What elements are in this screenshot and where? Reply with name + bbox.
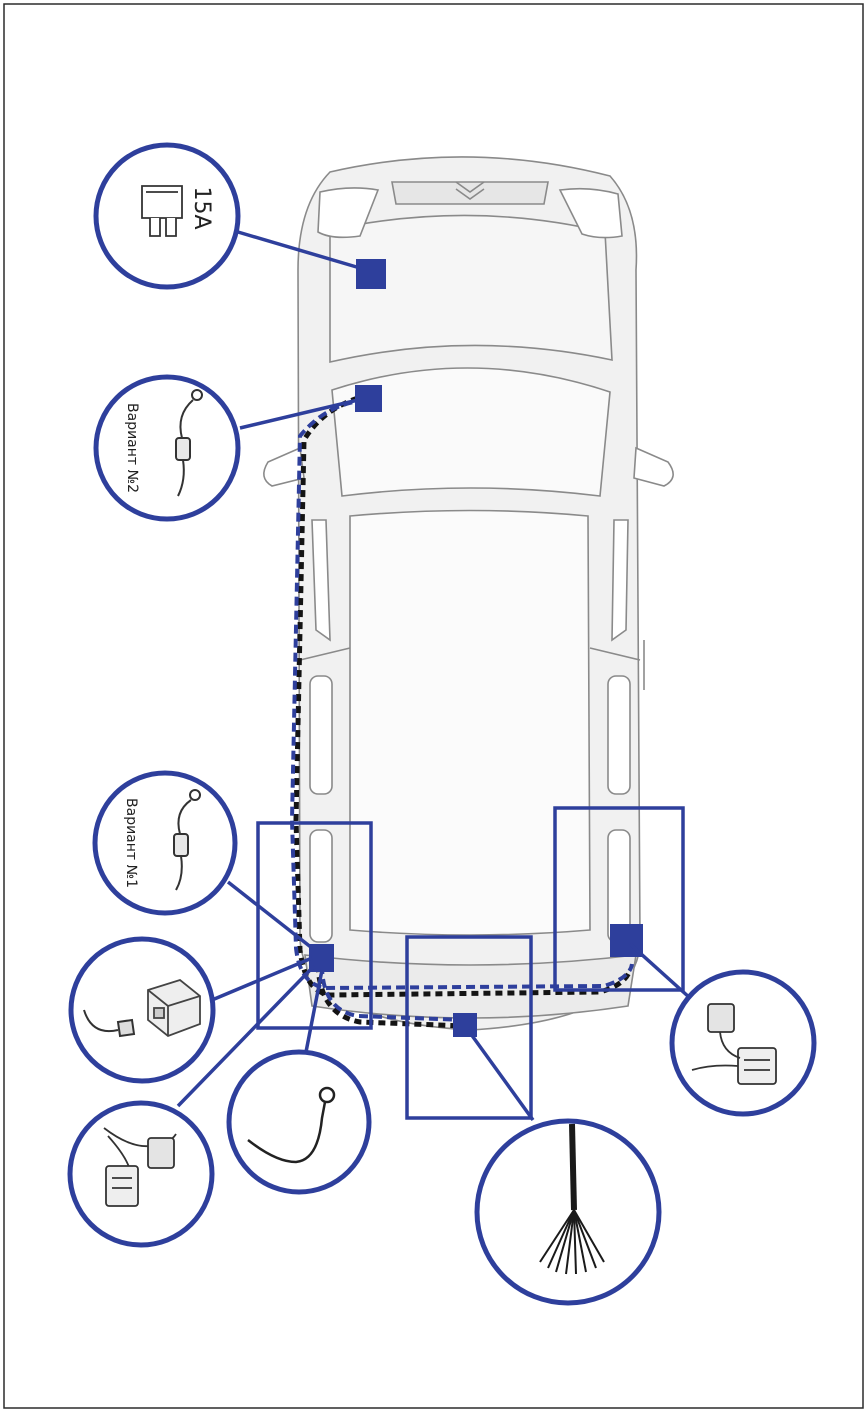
callout-ground-variant-1: Вариант №1 xyxy=(92,770,238,916)
ground-wire-icon xyxy=(175,389,203,497)
module-wire-icon xyxy=(83,1009,136,1038)
wire-bundle-icon xyxy=(539,1123,605,1275)
page-frame xyxy=(3,3,864,1409)
callout-fuse: 15A xyxy=(93,142,241,290)
leader-bundle xyxy=(466,1028,535,1122)
ground-2-label: Вариант №2 xyxy=(124,403,140,493)
leader-connector-right xyxy=(628,942,692,1000)
car-mirror-left xyxy=(263,446,305,487)
car-door-left-rear xyxy=(309,829,333,943)
frame-left-rear xyxy=(256,821,373,1030)
module-box-icon xyxy=(147,978,201,1038)
wire-black-lower xyxy=(315,964,466,1029)
car-grille xyxy=(391,181,549,205)
car-logo xyxy=(455,181,485,200)
car-roof xyxy=(349,509,591,936)
point-ground-2 xyxy=(355,385,382,412)
ring-terminal-icon xyxy=(247,1086,336,1164)
wire-blue xyxy=(289,398,634,991)
car-hood xyxy=(329,214,613,364)
car-top-view xyxy=(263,156,674,1031)
connector-icon xyxy=(691,1003,777,1085)
leader-ring xyxy=(304,969,324,1053)
callout-bundle-circle xyxy=(474,1118,662,1306)
leader-ground-1 xyxy=(226,880,314,950)
callout-connector-right xyxy=(669,969,817,1117)
leader-fuse xyxy=(237,230,361,270)
frame-center-rear xyxy=(405,935,533,1120)
callout-ring-circle xyxy=(226,1049,372,1195)
callout-ground-1-circle xyxy=(92,770,238,916)
car-side-window-left-front xyxy=(311,519,331,642)
ground-1-label: Вариант №1 xyxy=(123,798,139,888)
callout-ring-terminal xyxy=(226,1049,372,1195)
ground-wire-icon xyxy=(173,789,201,891)
point-fuse xyxy=(356,259,386,289)
connector-icon xyxy=(103,1127,177,1207)
point-center-rear xyxy=(453,1013,477,1037)
callout-connector-left xyxy=(67,1100,215,1248)
car-headlight-right xyxy=(558,187,623,239)
callout-ground-2-circle xyxy=(93,374,241,522)
fuse-label: 15A xyxy=(189,186,214,229)
car-door-seam-right xyxy=(589,647,641,661)
car-mirror-right xyxy=(633,446,674,487)
callout-module-circle xyxy=(68,936,216,1084)
frame-right-rear xyxy=(553,806,685,992)
callout-connector-left-circle xyxy=(67,1100,215,1248)
leader-connector-left xyxy=(176,964,316,1108)
car-side-window-right-front xyxy=(611,519,629,642)
leader-lines xyxy=(176,230,692,1122)
callout-ground-variant-2: Вариант №2 xyxy=(93,374,241,522)
highlight-frames xyxy=(256,806,685,1120)
callout-wire-bundle xyxy=(474,1118,662,1306)
leader-module xyxy=(211,956,313,1002)
car-door-seam-left xyxy=(299,647,351,661)
callout-module xyxy=(68,936,216,1084)
car-door-right-front xyxy=(607,675,631,795)
callout-connector-right-circle xyxy=(669,969,817,1117)
leader-ground-2 xyxy=(239,398,359,430)
car-windshield xyxy=(331,367,611,497)
connection-points xyxy=(309,259,643,1037)
car-door-left-front xyxy=(309,675,333,795)
fuse-icon xyxy=(141,185,183,237)
car-headlight-left xyxy=(317,187,380,239)
